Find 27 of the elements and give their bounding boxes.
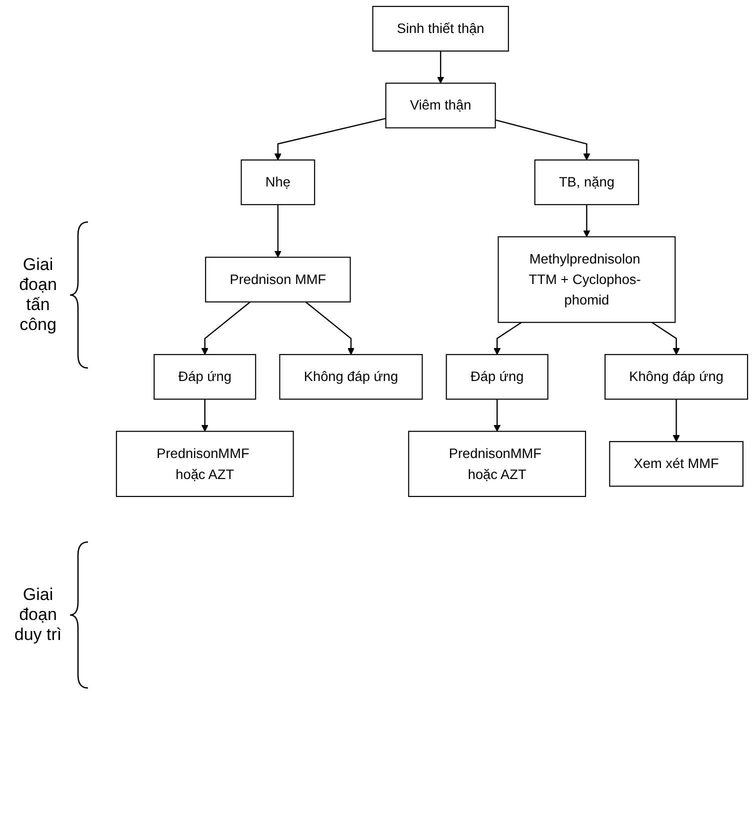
node-box: Không đáp ứng [604, 354, 748, 400]
arrow [201, 301, 251, 355]
stage-label: Giai đoạn duy trì [13, 585, 63, 645]
arrow [274, 118, 386, 160]
node-box: Không đáp ứng [279, 354, 423, 400]
arrow [495, 119, 590, 160]
arrow [494, 399, 501, 432]
node-box: TB, nặng [534, 159, 640, 206]
node-box: Viêm thận [385, 82, 496, 128]
node-box: Prednison MMF [205, 256, 351, 302]
node-box: Nhẹ [240, 159, 316, 206]
node-box: Đáp ứng [446, 354, 548, 400]
arrow [494, 322, 522, 355]
arrow [274, 204, 282, 258]
node-box: Sinh thiết thận [372, 6, 509, 52]
node-box: PrednisonMMF hoặc AZT [116, 430, 294, 497]
arrow [672, 399, 680, 442]
arrow [437, 51, 444, 84]
arrow [201, 399, 208, 432]
node-box: Xem xét MMF [609, 441, 744, 487]
arrow [305, 301, 355, 355]
node-box: Methylprednisolon TTM + Cyclophos- phomid [498, 236, 676, 323]
stage-label: Giai đoạn tấn công [18, 255, 58, 335]
node-box: PrednisonMMF hoặc AZT [408, 430, 586, 497]
arrow [652, 322, 680, 355]
arrow [583, 204, 590, 238]
node-box: Đáp ứng [154, 354, 256, 400]
